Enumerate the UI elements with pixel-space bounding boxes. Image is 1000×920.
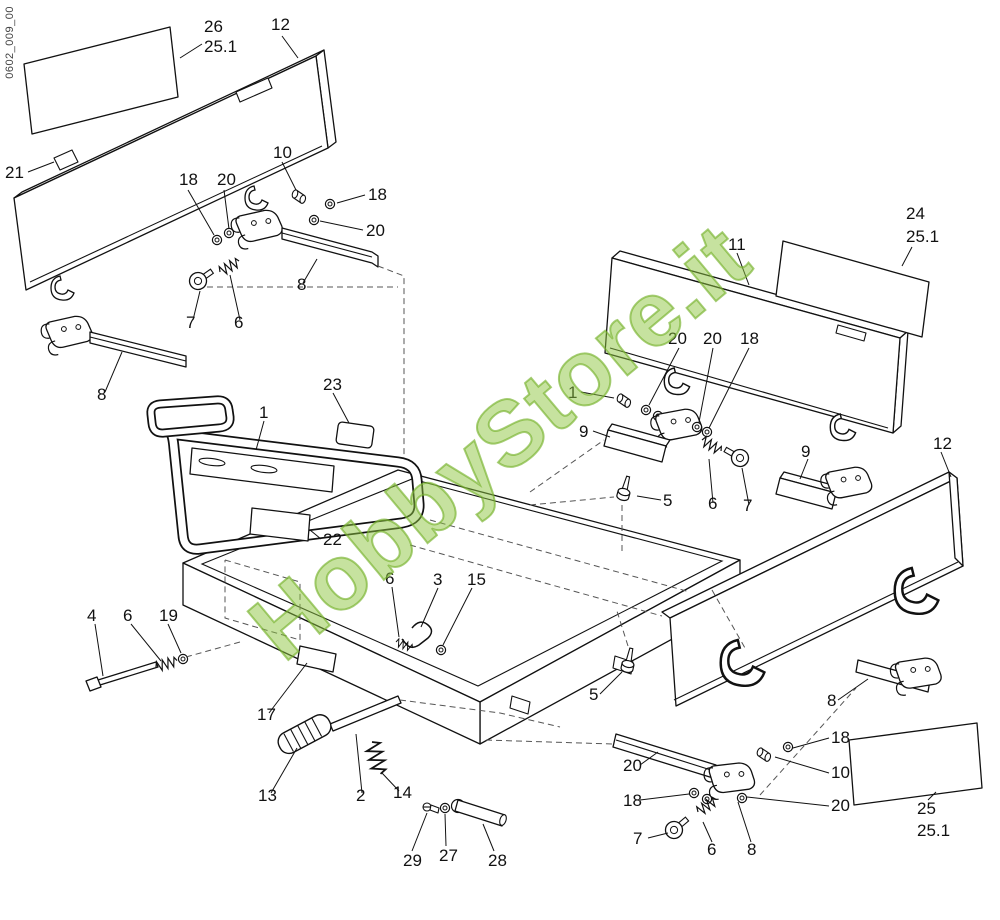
part-label: 24 (906, 204, 925, 223)
part-label: 14 (393, 783, 412, 802)
part-label: 20 (831, 796, 850, 815)
part-label: 9 (801, 442, 810, 461)
part-label: 28 (488, 851, 507, 870)
rear-panel (604, 250, 909, 442)
part-label: 8 (297, 275, 306, 294)
part-label: 22 (323, 530, 342, 549)
plate-22 (249, 507, 311, 542)
part-label: 10 (831, 763, 850, 782)
part-label: 1 (259, 403, 268, 422)
part-label: 27 (439, 846, 458, 865)
part-label: 6 (708, 494, 717, 513)
sticker-26 (23, 26, 179, 135)
part-label: 20 (623, 756, 642, 775)
part-label: 26 (204, 17, 223, 36)
bolt-assembly-left (85, 653, 189, 692)
part-label: 20 (217, 170, 236, 189)
part-label: 12 (933, 434, 952, 453)
part-label: 25.1 (906, 227, 939, 246)
part-label: 7 (633, 829, 642, 848)
hinge-hardware-bottom-right (612, 733, 794, 843)
part-label: 23 (323, 375, 342, 394)
part-label: 6 (234, 313, 243, 332)
part-label: 5 (663, 491, 672, 510)
part-label: 9 (579, 422, 588, 441)
part-label: 8 (97, 385, 106, 404)
part-label: 4 (87, 606, 96, 625)
handle-assembly (277, 621, 447, 777)
part-label: 25.1 (204, 37, 237, 56)
part-label: 18 (179, 170, 198, 189)
part-label: 29 (403, 851, 422, 870)
part-label: 2 (356, 786, 365, 805)
part-label: 25.1 (917, 821, 950, 840)
part-label: 3 (433, 570, 442, 589)
sticker-25 (848, 722, 983, 806)
hinge-hardware-mid-right (603, 392, 876, 512)
construction-lines (185, 265, 857, 796)
label-plate-23 (335, 421, 375, 449)
left-side-panel (13, 49, 337, 301)
part-label: 7 (743, 496, 752, 515)
leader-lines (27, 35, 952, 852)
part-label: 11 (728, 235, 746, 254)
part-labels: 26 25.1 12 21 10 18 20 18 20 8 7 6 8 1 2… (5, 15, 952, 870)
part-label: 20 (366, 221, 385, 240)
panel-clip-21 (53, 149, 79, 171)
part-label: 21 (5, 163, 24, 182)
hinge-hardware-top (185, 188, 379, 294)
part-label: 7 (186, 313, 195, 332)
part-label: 8 (747, 840, 756, 859)
right-side-panel (661, 471, 964, 707)
latch-bar-left (37, 310, 187, 368)
part-label: 13 (258, 786, 277, 805)
sticker-24 (775, 240, 930, 338)
part-label: 19 (159, 606, 178, 625)
clevis-pin-set (422, 798, 507, 827)
part-label: 6 (707, 840, 716, 859)
front-gate (146, 395, 425, 555)
latch-bar-right (855, 650, 946, 704)
part-label: 20 (668, 329, 687, 348)
part-label: 17 (257, 705, 276, 724)
part-label: 15 (467, 570, 486, 589)
part-label: 12 (271, 15, 290, 34)
part-label: 18 (368, 185, 387, 204)
part-label: 18 (623, 791, 642, 810)
part-label: 10 (273, 143, 292, 162)
part-label: 6 (123, 606, 132, 625)
part-label: 8 (827, 691, 836, 710)
part-label: 1 (568, 383, 577, 402)
hook-3 (401, 621, 433, 648)
part-label: 5 (589, 685, 598, 704)
part-label: 18 (831, 728, 850, 747)
doc-code: 0602_009_00 (4, 6, 16, 79)
part-label: 25 (917, 799, 936, 818)
part-label: 20 (703, 329, 722, 348)
part-label: 6 (385, 569, 394, 588)
part-label: 18 (740, 329, 759, 348)
